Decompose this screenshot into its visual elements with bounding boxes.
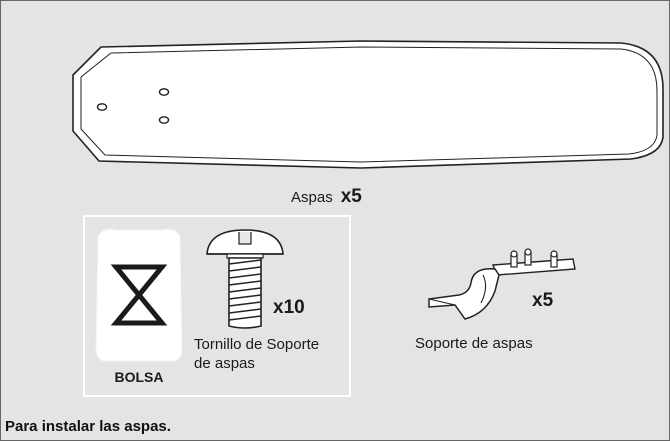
fan-blade-icon	[72, 40, 664, 169]
screw-caption: Tornillo de Soporte de aspas	[194, 335, 319, 373]
bracket-caption: Soporte de aspas	[415, 335, 533, 352]
bracket-quantity: x5	[532, 290, 554, 311]
hourglass-bag-icon	[95, 228, 183, 362]
hardware-kit-box	[83, 215, 351, 397]
instruction-text: Para instalar las aspas.	[5, 418, 171, 435]
blade-name: Aspas	[291, 189, 333, 206]
blade-caption: Aspas x5	[291, 186, 362, 208]
bag-label: BOLSA	[114, 369, 164, 385]
screw-icon	[206, 229, 284, 329]
blade-bracket-icon	[428, 248, 576, 320]
screw-caption-line-1: Tornillo de Soporte	[194, 336, 320, 353]
screw-caption-line-2: de aspas	[194, 355, 255, 372]
screw-quantity: x10	[273, 297, 305, 318]
blade-quantity: x5	[340, 186, 362, 207]
